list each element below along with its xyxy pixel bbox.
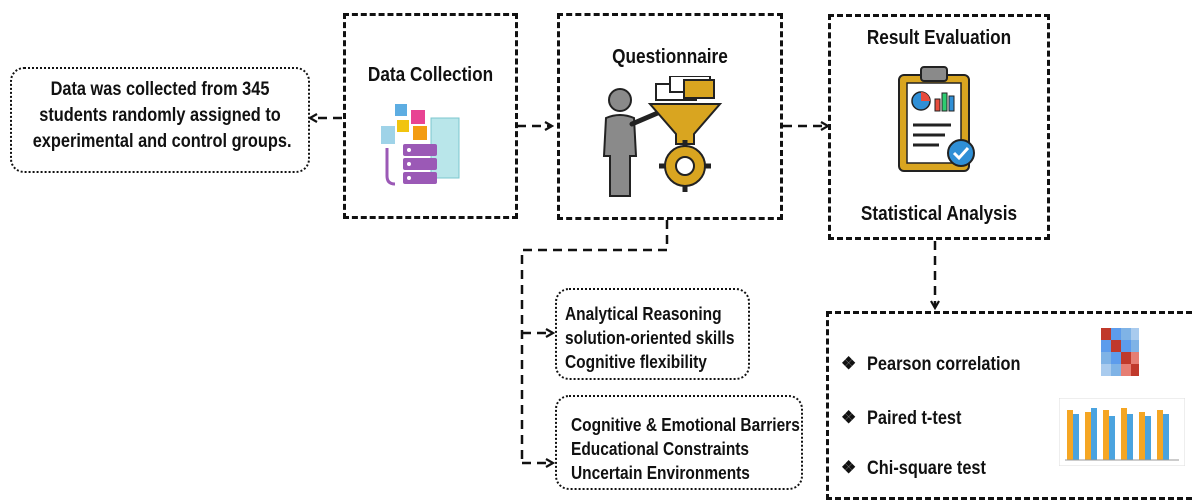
- test-label: Paired t-test: [867, 408, 962, 429]
- barrier-item: Educational Constraints: [571, 439, 750, 459]
- barrier-item: Cognitive & Emotional Barriers: [571, 415, 800, 435]
- person-funnel-gear-icon: [602, 76, 723, 197]
- test-label: Chi-square test: [867, 458, 986, 479]
- branch-line: [520, 220, 669, 463]
- data-collection-box: Data Collection: [343, 13, 518, 219]
- clipboard-report-icon: [898, 66, 975, 172]
- skill-item: Analytical Reasoning: [565, 304, 722, 324]
- database-puzzle-icon: [381, 104, 460, 186]
- data-note-line: experimental and control groups.: [32, 131, 292, 152]
- correlation-heatmap-thumbnail: [1097, 324, 1143, 382]
- tests-box: ❖ Pearson correlation ❖ Paired t-test ❖ …: [826, 311, 1192, 500]
- skills-box: Analytical Reasoning solution-oriented s…: [555, 288, 750, 380]
- bar-chart-thumbnail: [1059, 398, 1185, 466]
- barrier-item: Uncertain Environments: [571, 463, 750, 483]
- data-collection-title: Data Collection: [367, 64, 494, 86]
- test-label: Pearson correlation: [867, 354, 1021, 375]
- bullet-icon: ❖: [841, 354, 857, 373]
- bullet-icon: ❖: [841, 458, 857, 477]
- data-note-box: Data was collected from 345 students ran…: [10, 67, 310, 173]
- questionnaire-title: Questionnaire: [612, 46, 728, 68]
- questionnaire-box: Questionnaire: [557, 13, 783, 220]
- skill-item: Cognitive flexibility: [565, 352, 707, 372]
- skill-item: solution-oriented skills: [565, 328, 735, 348]
- barriers-box: Cognitive & Emotional Barriers Education…: [555, 395, 803, 490]
- statistical-analysis-label: Statistical Analysis: [860, 203, 1018, 225]
- result-evaluation-title: Result Evaluation: [866, 27, 1012, 49]
- result-evaluation-box: Result Evaluation Statistical Analysis: [828, 14, 1050, 240]
- bullet-icon: ❖: [841, 408, 857, 427]
- data-note-line: Data was collected from 345: [50, 79, 270, 100]
- data-note-line: students randomly assigned to: [39, 105, 281, 126]
